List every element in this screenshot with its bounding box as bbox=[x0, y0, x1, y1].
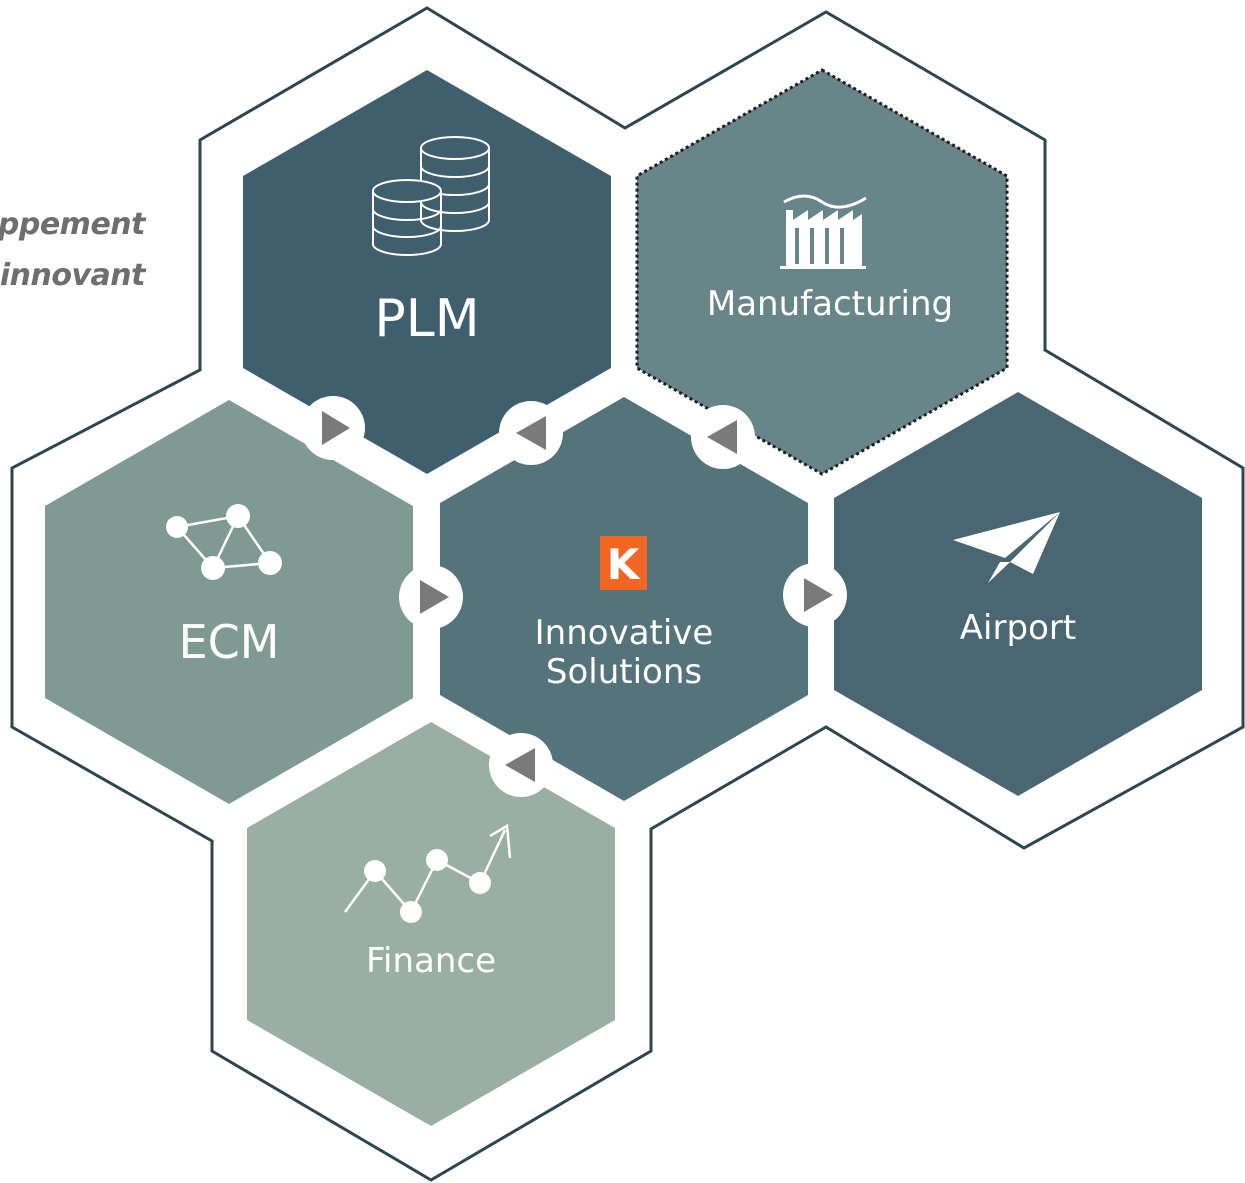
hex-manufacturing[interactable]: Manufacturing bbox=[635, 68, 1009, 476]
center-label-line-1: Innovative bbox=[535, 613, 714, 653]
finance-label: Finance bbox=[366, 941, 496, 981]
arrow-left-icon bbox=[505, 748, 535, 782]
connector-center-airport bbox=[783, 563, 847, 627]
plm-label: PLM bbox=[374, 289, 479, 349]
k-logo-letter: K bbox=[607, 540, 641, 589]
ecm-label: ECM bbox=[179, 615, 280, 669]
network-nodes-icon bbox=[166, 504, 282, 580]
hex-plm[interactable]: PLM bbox=[243, 70, 611, 474]
connector-finance-center bbox=[489, 733, 553, 797]
arrow-right-icon bbox=[322, 411, 350, 445]
k-logo-icon: K bbox=[600, 536, 647, 590]
connector-manufacturing-center bbox=[691, 405, 755, 469]
connector-plm-ecm bbox=[301, 396, 365, 460]
arrow-left-icon bbox=[516, 416, 546, 450]
arrow-right-icon bbox=[804, 578, 833, 612]
hex-ecm[interactable]: ECM bbox=[45, 400, 413, 804]
hex-finance[interactable]: Finance bbox=[247, 722, 615, 1126]
hex-innovative-solutions[interactable]: K Innovative Solutions bbox=[440, 397, 808, 801]
hex-airport[interactable]: Airport bbox=[834, 392, 1202, 796]
tagline-line-2: innovant bbox=[0, 258, 146, 293]
tagline-line-1: ppement bbox=[0, 207, 146, 242]
arrow-left-icon bbox=[707, 420, 737, 454]
factory-icon bbox=[780, 194, 867, 269]
trend-up-chart-icon bbox=[343, 823, 512, 923]
manufacturing-label: Manufacturing bbox=[707, 284, 953, 324]
arrow-right-icon bbox=[420, 580, 449, 614]
connector-ecm-center bbox=[399, 565, 463, 629]
paper-plane-icon bbox=[953, 512, 1060, 583]
connector-plm-center bbox=[499, 401, 563, 465]
center-label-line-2: Solutions bbox=[546, 652, 702, 692]
database-coins-icon bbox=[372, 136, 490, 256]
airport-label: Airport bbox=[960, 608, 1076, 648]
outer-frame-outline bbox=[10, 6, 1245, 1182]
